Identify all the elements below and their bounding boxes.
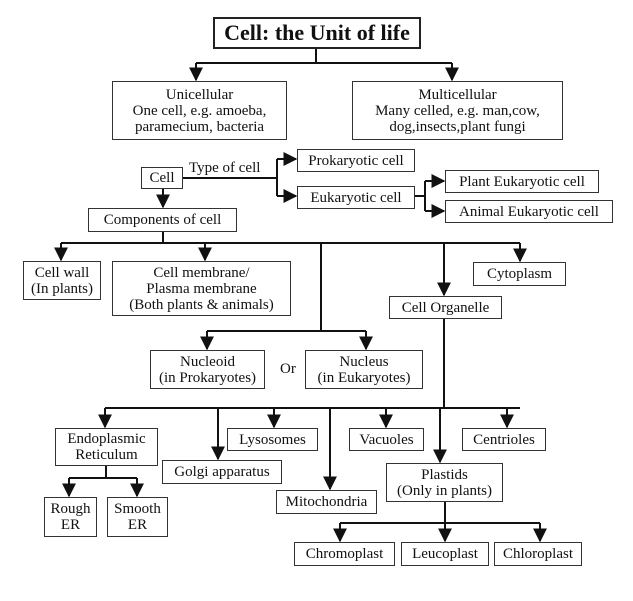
node-nucleus: Nucleus (in Eukaryotes) bbox=[305, 350, 423, 389]
node-multicellular: Multicellular Many celled, e.g. man,cow,… bbox=[352, 81, 563, 140]
connector bbox=[340, 502, 540, 524]
node-vacuoles: Vacuoles bbox=[349, 428, 424, 451]
node-animal-eukaryotic: Animal Eukaryotic cell bbox=[445, 200, 613, 223]
connector bbox=[415, 181, 426, 211]
node-plastids: Plastids (Only in plants) bbox=[386, 463, 503, 502]
node-plant-eukaryotic: Plant Eukaryotic cell bbox=[445, 170, 599, 193]
node-chromoplast: Chromoplast bbox=[294, 542, 395, 566]
node-mitochondria: Mitochondria bbox=[276, 490, 377, 514]
node-lysosomes: Lysosomes bbox=[227, 428, 318, 451]
label-type-of-cell: Type of cell bbox=[189, 160, 261, 176]
node-prokaryotic: Prokaryotic cell bbox=[297, 149, 415, 172]
node-cell-membrane: Cell membrane/ Plasma membrane (Both pla… bbox=[112, 261, 291, 316]
connector bbox=[183, 159, 278, 196]
node-smooth-er: Smooth ER bbox=[107, 497, 168, 537]
node-endoplasmic-reticulum: Endoplasmic Reticulum bbox=[55, 428, 158, 466]
title-node: Cell: the Unit of life bbox=[213, 17, 421, 49]
node-eukaryotic: Eukaryotic cell bbox=[297, 186, 415, 209]
node-rough-er: Rough ER bbox=[44, 497, 97, 537]
node-unicellular: Unicellular One cell, e.g. amoeba, param… bbox=[112, 81, 287, 140]
node-components: Components of cell bbox=[88, 208, 237, 232]
node-chloroplast: Chloroplast bbox=[494, 542, 582, 566]
node-cell: Cell bbox=[141, 167, 183, 189]
node-leucoplast: Leucoplast bbox=[401, 542, 489, 566]
node-cytoplasm: Cytoplasm bbox=[473, 262, 566, 286]
node-centrioles: Centrioles bbox=[462, 428, 546, 451]
node-nucleoid: Nucleoid (in Prokaryotes) bbox=[150, 350, 265, 389]
connector bbox=[196, 49, 452, 64]
connector bbox=[69, 466, 137, 479]
label-or: Or bbox=[280, 361, 296, 377]
node-cell-organelle: Cell Organelle bbox=[389, 296, 502, 319]
node-golgi-apparatus: Golgi apparatus bbox=[162, 460, 282, 484]
node-cell-wall: Cell wall (In plants) bbox=[23, 261, 101, 300]
connector bbox=[61, 232, 520, 244]
connector bbox=[207, 243, 366, 332]
connector bbox=[105, 319, 520, 409]
